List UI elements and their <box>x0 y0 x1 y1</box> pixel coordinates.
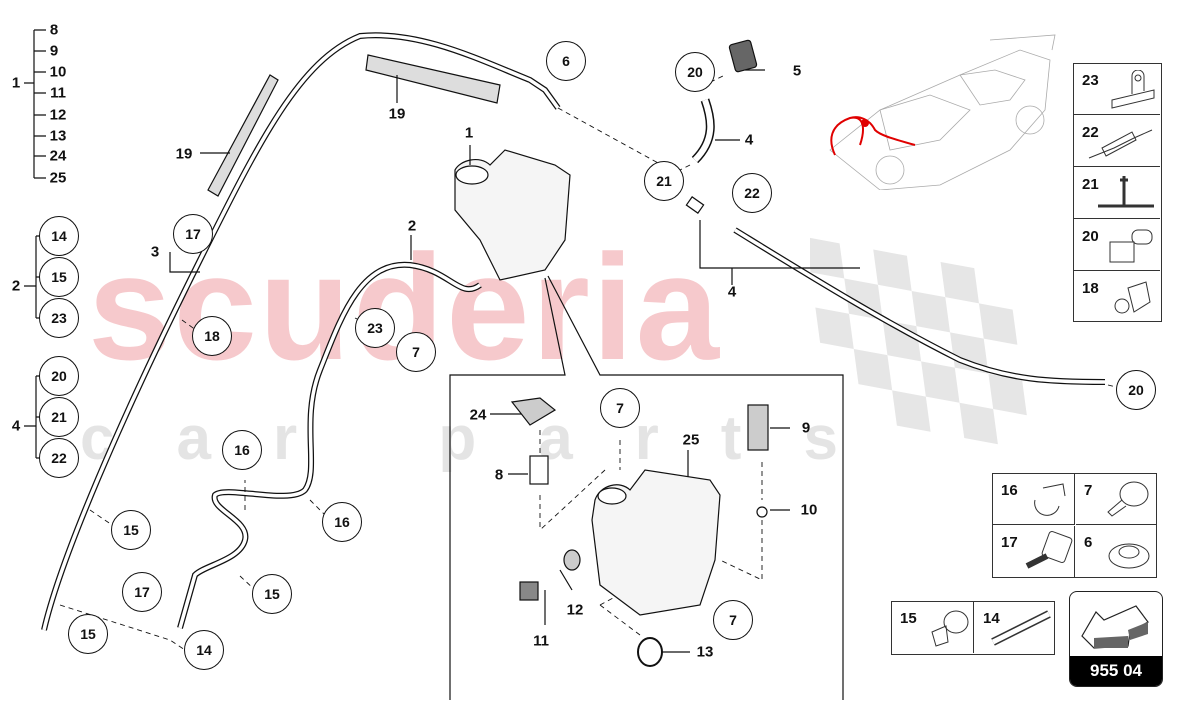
parts-cell[interactable]: 20 <box>1074 220 1160 271</box>
checkered-flag-icon <box>810 237 1027 445</box>
parts-cell-number: 18 <box>1082 280 1099 297</box>
callout-bubble[interactable]: 17 <box>122 572 162 612</box>
parts-cell-number: 20 <box>1082 228 1099 245</box>
parts-cell-number: 17 <box>1001 534 1018 551</box>
parts-table-right: 23 22 21 20 18 <box>1073 63 1162 322</box>
legend-child-label: 24 <box>49 147 67 165</box>
part-label[interactable]: 10 <box>800 501 818 519</box>
clamp-fitting-icon <box>931 610 969 647</box>
callout-bubble[interactable]: 7 <box>600 388 640 428</box>
barb-fitting-icon <box>991 610 1051 646</box>
callout-bubble[interactable]: 6 <box>546 41 586 81</box>
legend-child-label: 8 <box>49 21 59 39</box>
parts-cell[interactable]: 16 <box>993 474 1075 525</box>
legend-child-label: 25 <box>49 169 67 187</box>
parts-cell[interactable]: 23 <box>1074 64 1160 115</box>
part-label[interactable]: 19 <box>175 145 193 163</box>
reference-code: 955 04 <box>1070 656 1162 686</box>
parts-cell[interactable]: 17 <box>993 526 1075 577</box>
part-label[interactable]: 25 <box>682 431 700 449</box>
car-overview-icon <box>829 34 1056 190</box>
part-label[interactable]: 4 <box>727 283 737 301</box>
spring-clip-icon <box>1034 483 1066 516</box>
callout-bubble[interactable]: 7 <box>396 332 436 372</box>
clip-tab-icon <box>1111 70 1155 109</box>
parts-cell-number: 22 <box>1082 124 1099 141</box>
legend-child-label: 10 <box>49 63 67 81</box>
legend-parent-label: 2 <box>11 277 21 295</box>
callout-bubble[interactable]: 16 <box>222 430 262 470</box>
part-label[interactable]: 12 <box>566 601 584 619</box>
callout-bubble[interactable]: 7 <box>713 600 753 640</box>
legend-parent-label: 1 <box>11 74 21 92</box>
parts-table-small: 15 14 <box>891 601 1055 655</box>
callout-bubble[interactable]: 15 <box>68 614 108 654</box>
parts-cell-number: 7 <box>1084 482 1093 499</box>
part-label[interactable]: 13 <box>696 643 714 661</box>
part-label[interactable]: 3 <box>150 243 160 261</box>
arrow-icon <box>1081 605 1149 649</box>
part-label[interactable]: 9 <box>801 419 811 437</box>
callout-bubble[interactable]: 20 <box>675 52 715 92</box>
part-label[interactable]: 11 <box>533 632 549 650</box>
callout-bubble[interactable]: 14 <box>184 630 224 670</box>
callout-bubble[interactable]: 21 <box>644 161 684 201</box>
parts-cell-number: 14 <box>983 610 1000 627</box>
parts-cell[interactable]: 22 <box>1074 116 1160 167</box>
part-label[interactable]: 8 <box>494 466 504 484</box>
part-label[interactable]: 19 <box>388 105 406 123</box>
push-rivet-icon <box>1107 481 1149 517</box>
elbow-connector-icon <box>1109 229 1153 263</box>
legend-child-callout[interactable]: 20 <box>39 356 79 396</box>
callout-bubble[interactable]: 18 <box>192 316 232 356</box>
hose-clip-icon <box>1114 281 1151 314</box>
part-label[interactable]: 4 <box>744 131 754 149</box>
callout-bubble[interactable]: 22 <box>732 173 772 213</box>
part-label[interactable]: 5 <box>792 62 802 80</box>
reference-badge: 955 04 <box>1069 591 1163 687</box>
part-label[interactable]: 24 <box>469 406 487 424</box>
legend-child-callout[interactable]: 14 <box>39 216 79 256</box>
parts-cell-number: 21 <box>1082 176 1099 193</box>
parts-cell-number: 16 <box>1001 482 1018 499</box>
legend-child-label: 13 <box>49 127 67 145</box>
parts-cell[interactable]: 14 <box>975 602 1054 653</box>
parts-table-bottom: 16 7 17 6 <box>992 473 1157 578</box>
legend-child-callout[interactable]: 21 <box>39 397 79 437</box>
callout-bubble[interactable]: 17 <box>173 214 213 254</box>
parts-cell-number: 6 <box>1084 534 1093 551</box>
legend-child-callout[interactable]: 23 <box>39 298 79 338</box>
parts-cell-number: 23 <box>1082 72 1099 89</box>
legend-child-callout[interactable]: 22 <box>39 438 79 478</box>
parts-cell[interactable]: 15 <box>892 602 974 653</box>
legend-child-label: 11 <box>50 84 66 102</box>
legend-child-callout[interactable]: 15 <box>39 257 79 297</box>
legend-parent-label: 4 <box>11 417 21 435</box>
part-label[interactable]: 2 <box>407 217 417 235</box>
parts-cell[interactable]: 18 <box>1074 272 1160 321</box>
callout-bubble[interactable]: 16 <box>322 502 362 542</box>
parts-cell[interactable]: 21 <box>1074 168 1160 219</box>
callout-bubble[interactable]: 20 <box>1116 370 1156 410</box>
t-connector-icon <box>1098 176 1154 208</box>
callout-bubble[interactable]: 15 <box>252 574 292 614</box>
legend-child-label: 9 <box>49 42 59 60</box>
parts-cell[interactable]: 6 <box>1076 526 1156 577</box>
part-label[interactable]: 1 <box>464 124 474 142</box>
parts-cell[interactable]: 7 <box>1076 474 1156 525</box>
quick-connector-icon <box>1025 531 1073 569</box>
grommet-icon <box>1108 543 1150 569</box>
legend-child-label: 12 <box>49 106 67 124</box>
callout-bubble[interactable]: 15 <box>111 510 151 550</box>
inline-connector-icon <box>1088 129 1153 159</box>
parts-cell-number: 15 <box>900 610 917 627</box>
callout-bubble[interactable]: 23 <box>355 308 395 348</box>
